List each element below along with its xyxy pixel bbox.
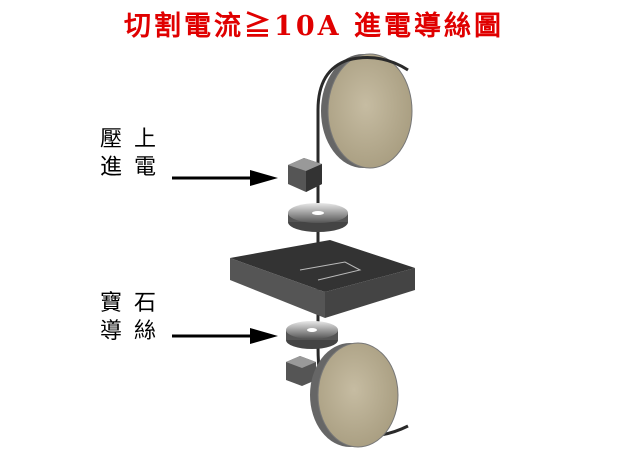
lower-wire-wheel <box>310 342 399 448</box>
lower-jewel-guide <box>286 321 338 349</box>
upper-label-row2: 進電 <box>100 155 169 180</box>
upper-jewel-guide <box>288 203 348 232</box>
lower-label-row2: 導絲 <box>100 319 169 344</box>
diagram-title: 切割電流≧10A 進電導絲圖 <box>124 11 504 42</box>
upper-power-feeder <box>288 158 322 192</box>
lower-label-row1: 寶石 <box>100 291 169 316</box>
lower-label: 寶石 導絲 <box>100 290 168 346</box>
upper-arrow <box>172 170 278 186</box>
lower-arrow <box>172 328 278 344</box>
lower-power-feeder <box>286 356 316 386</box>
workpiece <box>230 240 415 318</box>
upper-label: 壓上 進電 <box>100 126 168 182</box>
upper-wire-wheel <box>321 53 413 169</box>
upper-label-row1: 壓上 <box>100 127 169 152</box>
